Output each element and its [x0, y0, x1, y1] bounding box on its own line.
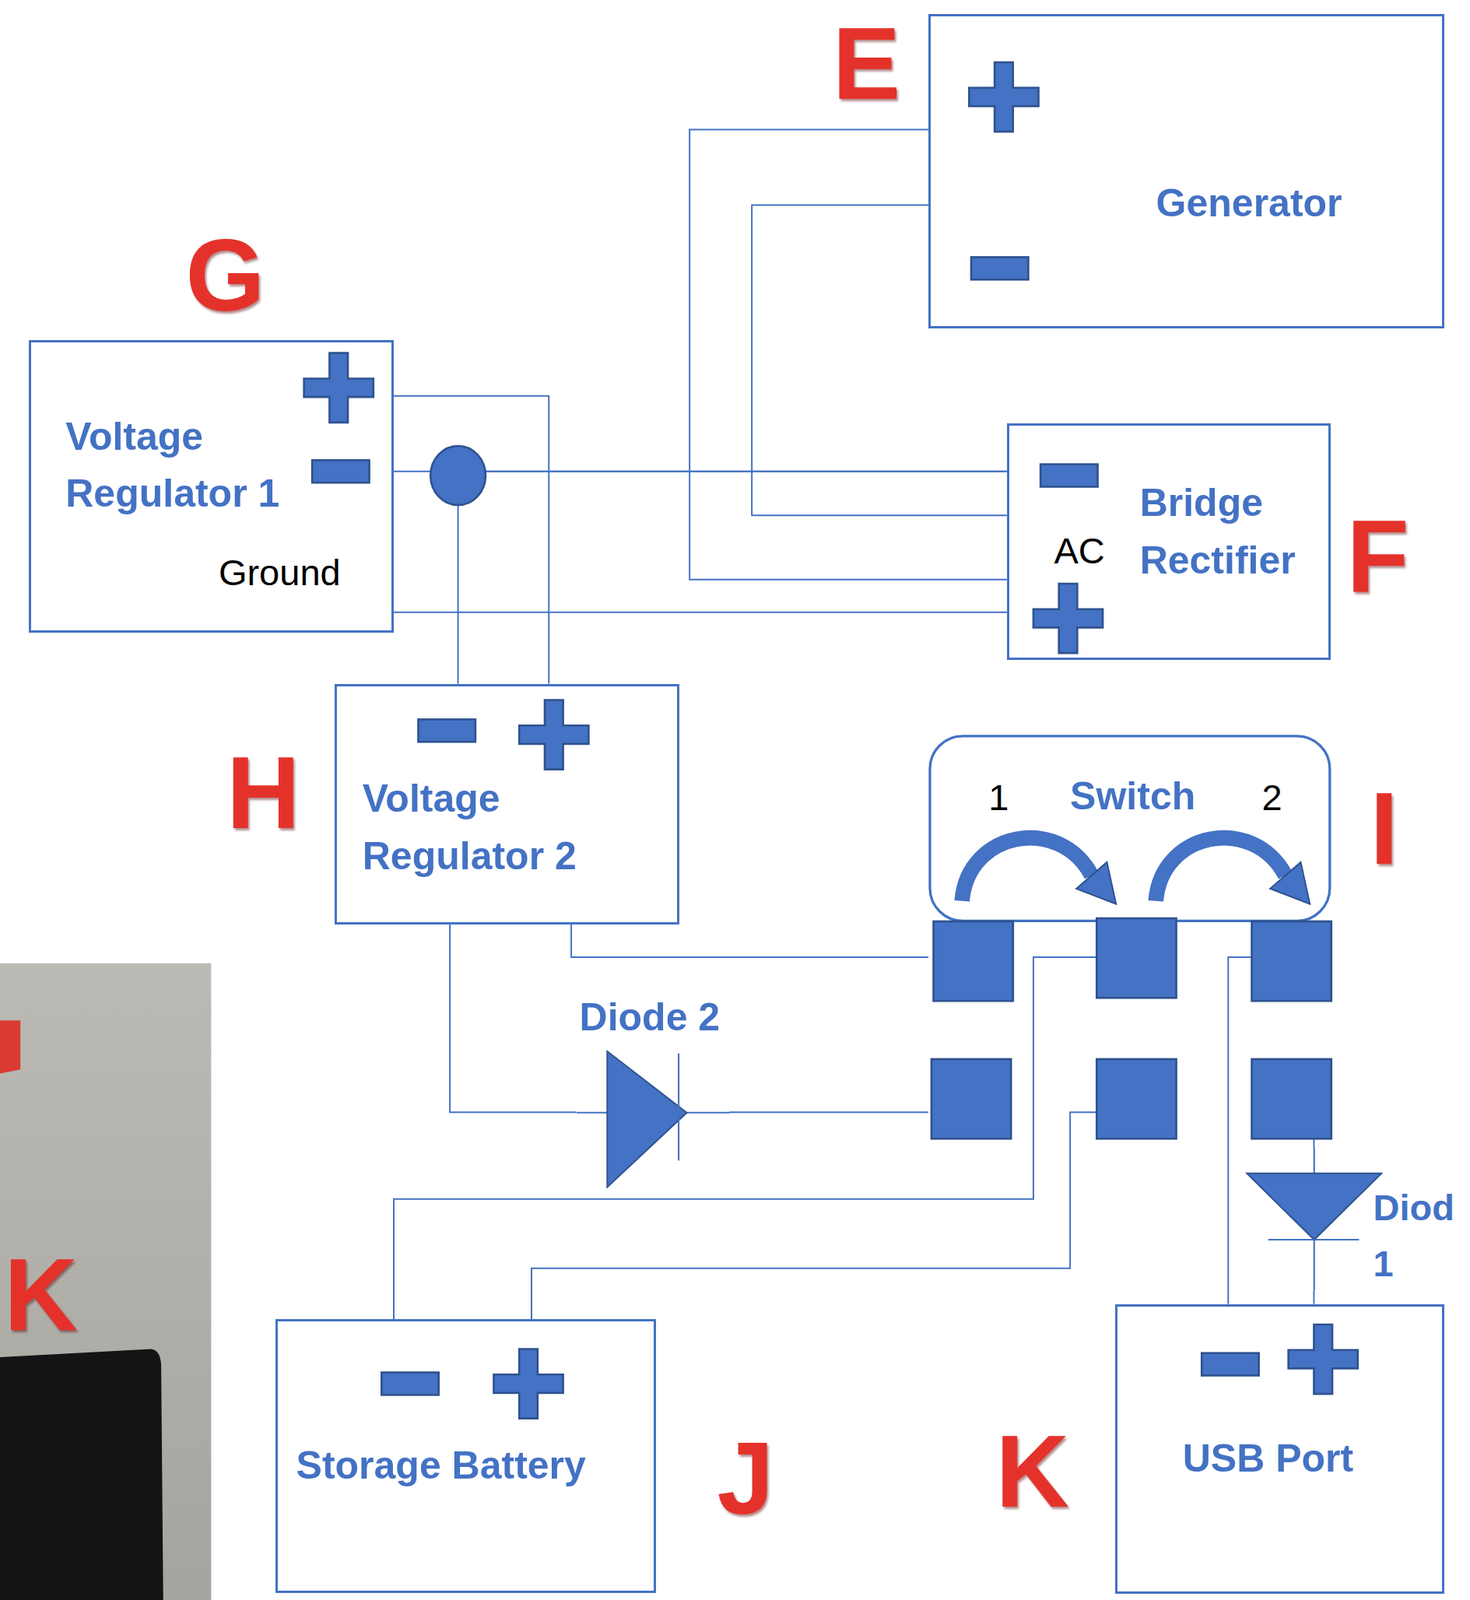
wire — [729, 1111, 929, 1113]
wire — [458, 471, 1007, 685]
position-number: 1 — [988, 775, 1009, 820]
minus-symbol — [312, 459, 369, 483]
diode-bar — [1267, 1238, 1359, 1241]
plus-symbol — [493, 1348, 563, 1418]
diode-lead — [1312, 1239, 1315, 1292]
callout-letter: H — [226, 741, 301, 844]
position-number: 2 — [1262, 775, 1283, 820]
minus-symbol — [417, 719, 475, 742]
component-name: Switch — [1070, 772, 1196, 820]
plus-symbol — [304, 353, 374, 423]
minus-symbol — [381, 1372, 439, 1396]
component-name: Diode 2 — [579, 993, 721, 1041]
arrow-head — [1270, 862, 1310, 905]
usb-port-box: USB Port — [1115, 1304, 1445, 1594]
switch-terminal — [931, 1059, 1011, 1139]
photo-background — [0, 963, 211, 1600]
switch-arrow — [961, 838, 1116, 905]
terminal-label: Ground — [218, 550, 341, 595]
switch-terminal — [1251, 921, 1331, 1001]
component-name: Generator — [1156, 179, 1343, 227]
arrow-shaft — [961, 838, 1092, 902]
switch-terminal — [1096, 918, 1176, 998]
arrow-head — [1076, 862, 1116, 905]
component-name: Voltage Regulator 1 — [65, 408, 302, 523]
component-name: Bridge Rectifier — [1140, 474, 1319, 590]
callout-letter: K — [3, 1243, 78, 1346]
wire — [1312, 1138, 1315, 1148]
generator-box: Generator — [928, 14, 1445, 329]
switch-symbol: 1 Switch 2 — [928, 734, 1332, 1139]
wire — [1312, 1291, 1315, 1305]
callout-letter: G — [185, 224, 266, 327]
diode-lead — [1312, 1147, 1315, 1174]
junction-dot — [430, 445, 486, 506]
plus-symbol — [1033, 583, 1103, 653]
photo-letter-fragment — [0, 1020, 21, 1074]
callout-letter: J — [717, 1427, 775, 1530]
switch-terminal — [1096, 1059, 1176, 1139]
callout-letter: K — [995, 1420, 1070, 1523]
plus-symbol — [519, 700, 589, 770]
wire — [393, 957, 1097, 1320]
callout-letter: E — [832, 12, 901, 115]
diode-symbol: Diode 2 — [576, 992, 730, 1190]
wire — [393, 611, 1007, 614]
switch-arrow — [1155, 838, 1310, 905]
minus-symbol — [1040, 464, 1098, 488]
plus-symbol — [1288, 1324, 1358, 1394]
wire — [689, 129, 1007, 580]
rectifier-box: Bridge Rectifier AC — [1006, 423, 1331, 660]
wire — [393, 396, 549, 685]
wire — [1227, 957, 1252, 1305]
switch-terminal — [1251, 1059, 1331, 1139]
callout-letter: I — [1370, 777, 1399, 880]
switch-housing — [929, 736, 1330, 921]
component-name: Voltage Regulator 2 — [362, 770, 600, 885]
diode-triangle — [1246, 1173, 1382, 1240]
diode-lead — [576, 1111, 607, 1113]
component-name: Diod 1 — [1372, 1179, 1461, 1292]
regulator-box: Voltage Regulator 2 — [334, 684, 680, 925]
component-name: Storage Battery — [296, 1441, 586, 1489]
terminal-label: AC — [1054, 529, 1106, 573]
minus-symbol — [1201, 1353, 1259, 1376]
diode-symbol: Diod 1 — [1242, 1147, 1462, 1292]
wire — [571, 924, 929, 958]
switch-terminal — [933, 921, 1013, 1001]
regulator-box: Voltage Regulator 1 Ground — [28, 340, 394, 633]
callout-letter: F — [1346, 505, 1409, 607]
photo-device — [0, 1348, 164, 1600]
wire — [751, 205, 1007, 516]
wire — [449, 924, 577, 1113]
diode-triangle — [606, 1051, 687, 1187]
wire-group — [393, 129, 1314, 1320]
component-name: USB Port — [1182, 1434, 1354, 1482]
arrow-shaft — [1155, 838, 1285, 902]
plus-symbol — [968, 62, 1039, 132]
diode-bar — [677, 1052, 680, 1161]
minus-symbol — [971, 256, 1028, 280]
battery-box: Storage Battery — [275, 1319, 657, 1593]
